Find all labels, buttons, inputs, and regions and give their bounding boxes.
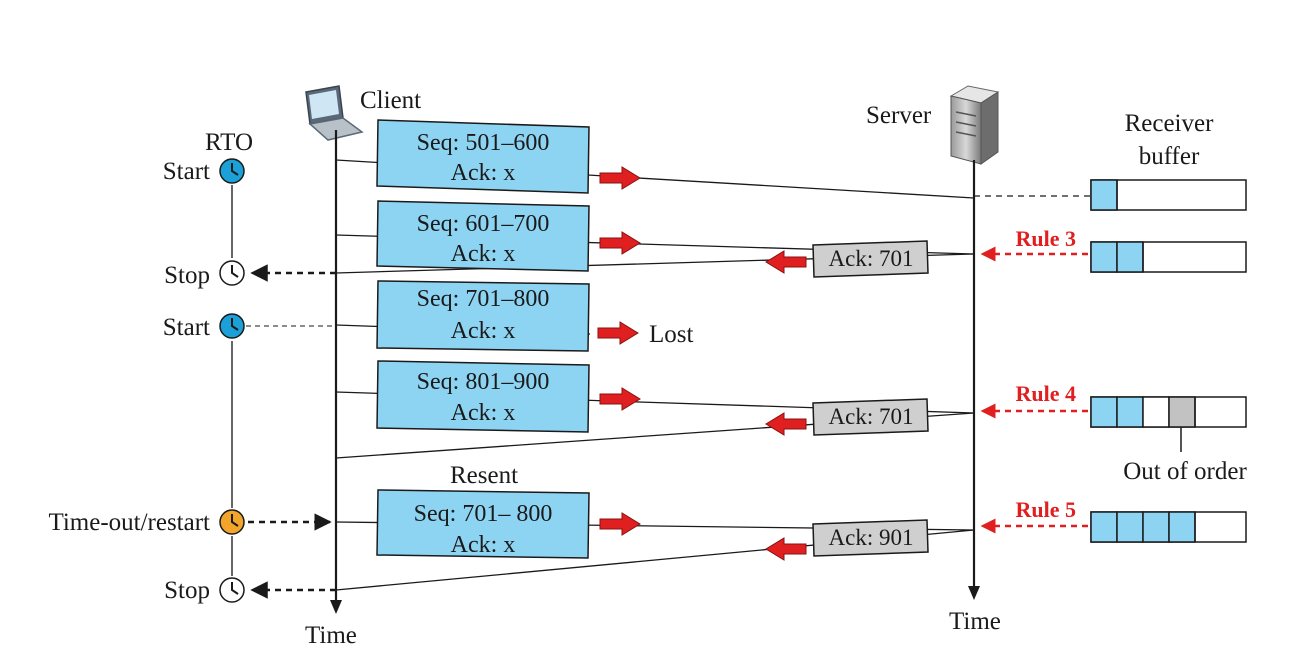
red-arrow-icon: [599, 512, 641, 536]
rule-label: Rule 5: [1016, 497, 1077, 522]
segment-seq: Seq: 601–700: [417, 211, 550, 237]
rule-label: Rule 3: [1016, 226, 1077, 251]
lost-label: Lost: [649, 321, 694, 348]
segment-box: Seq: 701–800 Ack: x: [376, 280, 590, 352]
buffer-cell-filled: [1168, 511, 1196, 543]
ack-box: Ack: 701: [812, 398, 929, 436]
segment-ack: Ack: x: [451, 318, 516, 344]
server-label: Server: [866, 102, 932, 129]
rule-label: Rule 4: [1016, 381, 1077, 406]
rto-stop-label-1: Stop: [164, 262, 210, 289]
segment-box: Seq: 801–900 Ack: x: [376, 360, 590, 433]
buffer-cell-filled: [1116, 396, 1144, 428]
red-arrow-icon: [599, 387, 641, 411]
segment-box: Seq: 501–600 Ack: x: [376, 119, 590, 194]
server-timeline-arrowhead: [968, 586, 980, 600]
segment-ack: Ack: x: [451, 160, 516, 186]
laptop-icon: [305, 85, 364, 141]
clock-icon: [219, 313, 245, 339]
resent-label: Resent: [450, 462, 518, 489]
ack-value: Ack: 701: [829, 404, 914, 429]
buffer-cell-filled: [1116, 511, 1144, 543]
client-time-label: Time: [305, 622, 357, 649]
segment-seq: Seq: 701–800: [417, 286, 550, 312]
server-time-label: Time: [949, 608, 1001, 635]
red-arrow-icon: [765, 250, 807, 274]
red-arrow-icon: [599, 231, 641, 255]
red-arrow-icon: [599, 166, 641, 190]
clock-icon: [219, 158, 245, 184]
ack-value: Ack: 701: [829, 246, 914, 271]
segment-seq: Seq: 701– 800: [414, 501, 553, 527]
rto-start-label-2: Start: [163, 314, 210, 341]
buffer-cell-filled: [1090, 396, 1118, 428]
segment-seq: Seq: 801–900: [417, 369, 550, 395]
red-arrow-icon: [765, 412, 807, 436]
rto-timeout-label: Time-out/restart: [48, 509, 210, 536]
red-arrow-icon: [765, 537, 807, 561]
buffer-cell-filled: [1142, 511, 1170, 543]
out-of-order-label: Out of order: [1123, 458, 1247, 485]
ack-box: Ack: 901: [812, 519, 929, 557]
ack-box: Ack: 701: [812, 240, 929, 278]
red-arrow-icon: [597, 321, 639, 345]
segment-seq: Seq: 501–600: [417, 130, 550, 156]
client-label: Client: [360, 87, 421, 114]
receiver-title-line2: buffer: [1139, 143, 1200, 170]
clock-icon: [219, 509, 245, 535]
buffer-cell-gray: [1168, 396, 1196, 428]
buffer-cell-filled: [1090, 511, 1118, 543]
segment-box: Seq: 701– 800 Ack: x: [376, 489, 590, 559]
buffer-cell-empty: [1142, 396, 1170, 428]
segment-box: Seq: 601–700 Ack: x: [376, 200, 590, 272]
server-tower-icon: [949, 85, 1000, 165]
buffer-cell-filled: [1090, 241, 1118, 273]
ack-value: Ack: 901: [829, 525, 914, 550]
buffer-cell-filled: [1090, 179, 1118, 211]
segment-ack: Ack: x: [451, 532, 516, 558]
rto-stop-label-2: Stop: [164, 577, 210, 604]
clock-icon: [219, 260, 245, 286]
rto-start-label-1: Start: [163, 158, 210, 185]
segment-ack: Ack: x: [451, 241, 516, 267]
receiver-buffers: [1090, 179, 1247, 543]
segment-ack: Ack: x: [451, 400, 516, 426]
receiver-title-line1: Receiver: [1125, 110, 1215, 137]
clock-icon: [219, 577, 245, 603]
buffer-cell-filled: [1116, 241, 1144, 273]
rto-label: RTO: [205, 129, 253, 156]
client-timeline-arrowhead: [330, 600, 342, 614]
